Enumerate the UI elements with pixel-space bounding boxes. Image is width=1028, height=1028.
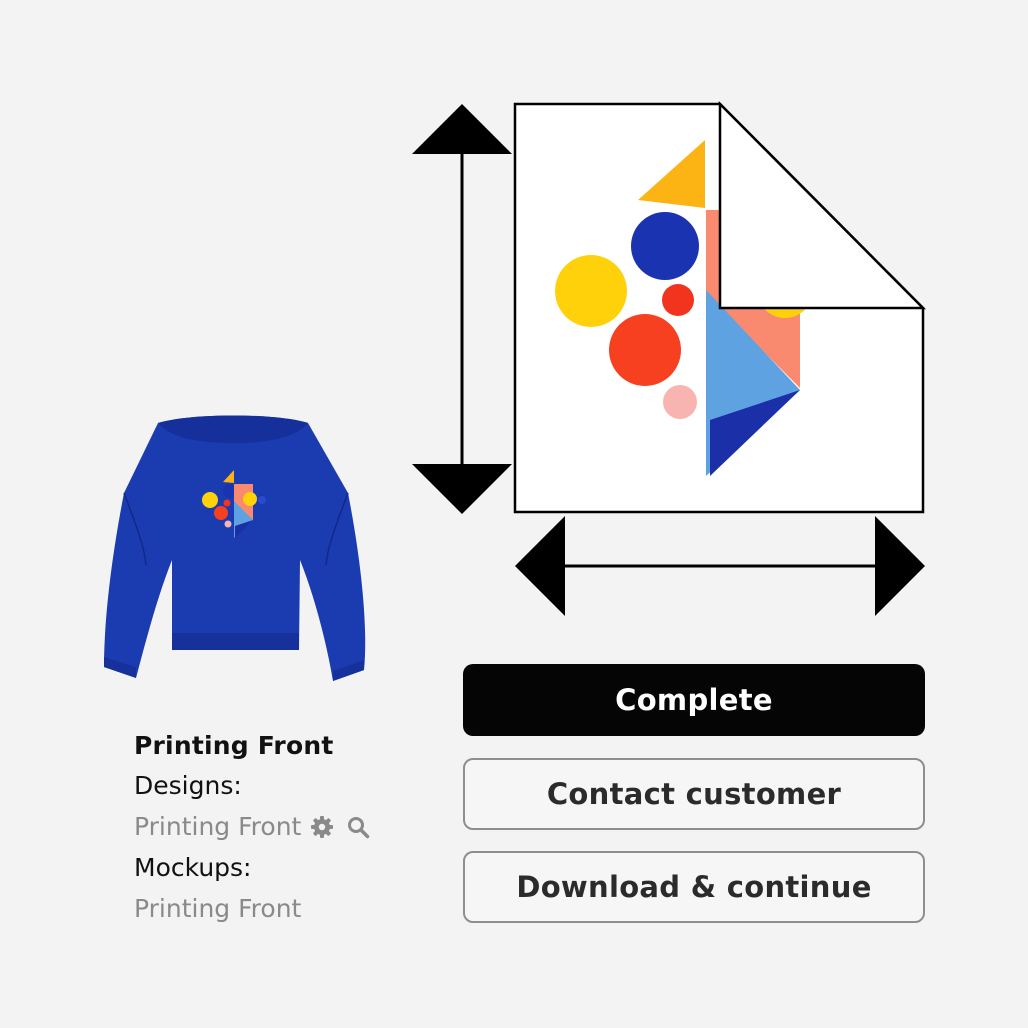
print-sheet (513, 100, 927, 514)
sweatshirt-mockup (104, 415, 366, 681)
designs-label: Designs: (134, 771, 242, 800)
width-dimension-arrow (515, 516, 925, 616)
complete-button[interactable]: Complete (463, 664, 925, 736)
print-file-illustration (412, 100, 927, 616)
height-dimension-arrow (412, 104, 512, 514)
mockups-label: Mockups: (134, 853, 252, 882)
design-file-name[interactable]: Printing Front (134, 812, 302, 841)
print-area-title: Printing Front (134, 731, 334, 760)
sweatshirt-print (202, 470, 266, 538)
design-file-row: Printing Front (134, 806, 434, 848)
contact-customer-button[interactable]: Contact customer (463, 758, 925, 830)
mockup-file-name[interactable]: Printing Front (134, 894, 302, 923)
search-icon[interactable] (343, 812, 373, 842)
download-continue-button[interactable]: Download & continue (463, 851, 925, 923)
gear-icon[interactable] (307, 812, 337, 842)
product-info: Printing Front Designs: Printing Front (134, 728, 434, 930)
